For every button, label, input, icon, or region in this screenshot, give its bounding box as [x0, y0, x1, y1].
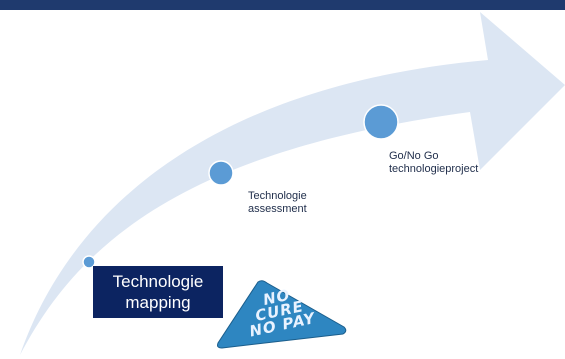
no-cure-no-pay-badge-shape: [217, 280, 347, 349]
curved-arrow: [20, 12, 565, 355]
mapping-box-line: Technologie: [112, 272, 204, 291]
no-cure-no-pay-badge: NO CURE NO PAY: [210, 278, 350, 348]
mapping-box-line: mapping: [125, 293, 191, 312]
badge-text: NO CURE NO PAY: [204, 264, 355, 359]
top-bar: [0, 0, 565, 10]
milestone-label-go-no-go: Go/No Go technologieproject: [389, 150, 478, 176]
milestone-label-line: Go/No Go: [389, 150, 439, 162]
technologie-mapping-box: Technologie mapping: [93, 266, 223, 318]
milestone-dot-2: [208, 160, 234, 186]
milestone-label-line: assessment: [248, 203, 307, 215]
milestone-label-assessment: Technologie assessment: [248, 190, 307, 216]
mapping-box-bg: [93, 266, 223, 318]
milestone-label-line: Technologie: [248, 190, 307, 202]
milestone-dot-3: [363, 104, 399, 140]
milestone-label-line: technologieproject: [389, 163, 479, 175]
milestone-dot-1: [82, 255, 96, 269]
